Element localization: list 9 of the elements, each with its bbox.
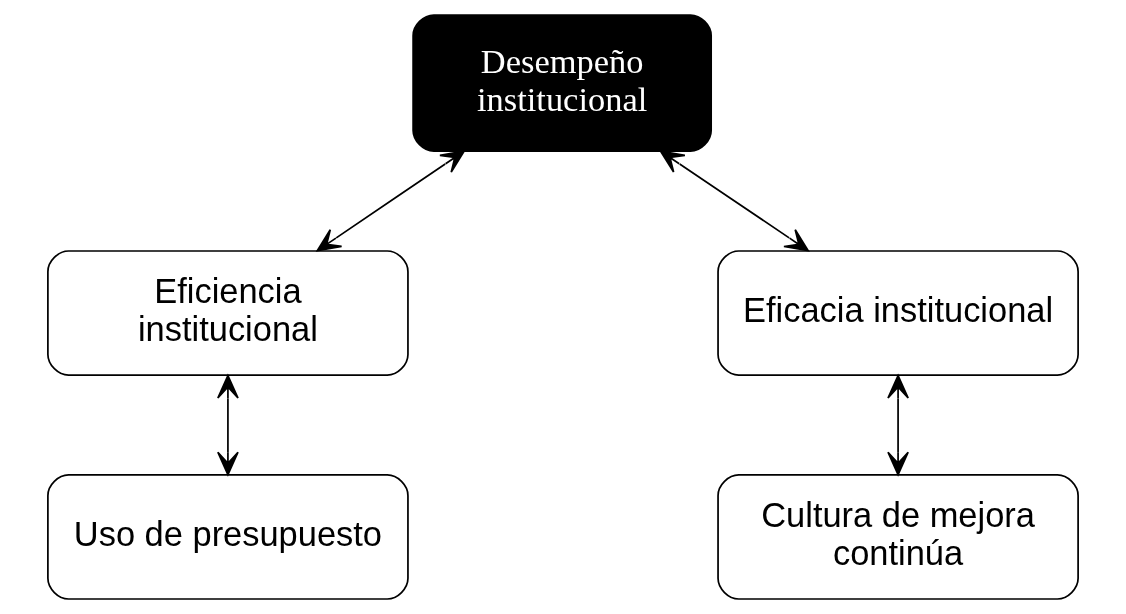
arrow <box>887 374 909 476</box>
node-box: Cultura de mejora continúa <box>717 474 1079 600</box>
node-box: Eficiencia institucional <box>47 250 409 376</box>
arrow <box>659 150 810 252</box>
arrow <box>316 150 465 252</box>
node-box: Eficacia institucional <box>717 250 1079 376</box>
node-box: Desempeño institucional <box>412 14 712 152</box>
arrow <box>217 374 239 476</box>
node-box: Uso de presupuesto <box>47 474 409 600</box>
